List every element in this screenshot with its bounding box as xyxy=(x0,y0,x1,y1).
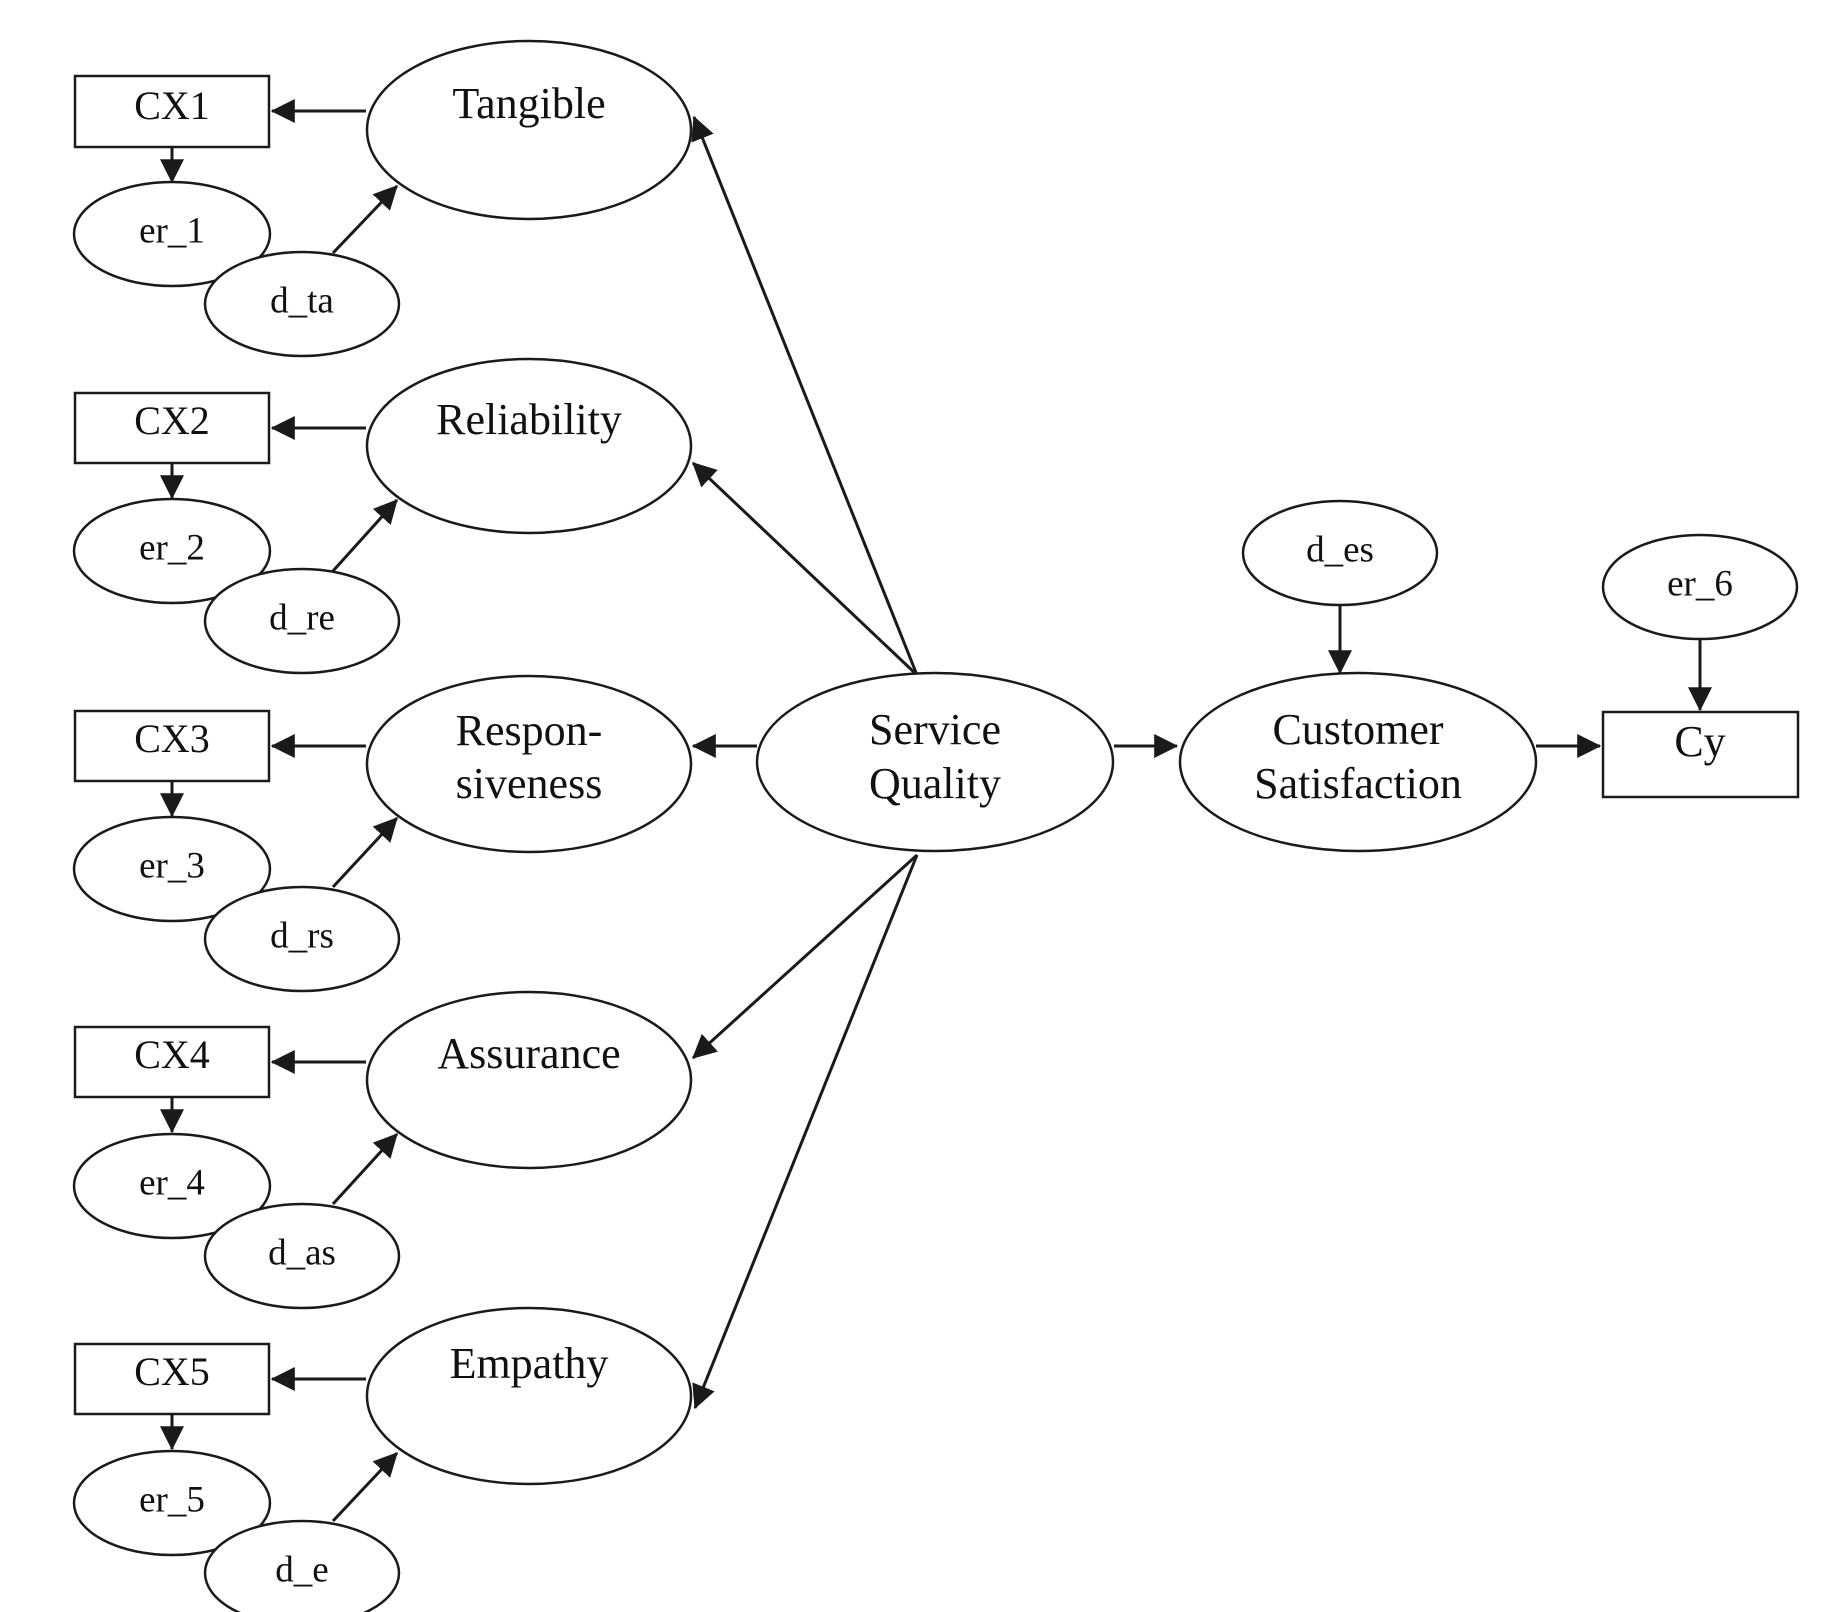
edges xyxy=(160,99,1712,1523)
error-ellipse-er1 xyxy=(72,180,272,288)
dimension-label-empathy: Empathy xyxy=(450,1339,609,1388)
edge-das-assurance xyxy=(331,1132,399,1206)
error-ellipse-er3 xyxy=(72,815,272,923)
edge-sq-tangible xyxy=(691,115,919,676)
disturbance-label-das: d_as xyxy=(268,1232,336,1273)
group-tangible: CX1 er_1 d_ta Tangible xyxy=(72,39,693,358)
disturbance-ellipse-das xyxy=(203,1202,401,1310)
indicator-label-cx5: CX5 xyxy=(134,1349,210,1394)
disturbance-ellipse-de xyxy=(203,1519,401,1612)
indicator-box-cy xyxy=(1601,710,1800,799)
indicator-label-cx2: CX2 xyxy=(134,398,210,443)
disturbance-label-dta: d_ta xyxy=(270,280,334,321)
dimension-ellipse-responsiveness xyxy=(365,674,693,854)
construct-label-service-quality-2: Quality xyxy=(869,759,1001,808)
construct-label-customer-satisfaction-1: Customer xyxy=(1272,705,1443,754)
dimension-label-responsiveness-2: siveness xyxy=(456,759,603,808)
dimension-label-tangible: Tangible xyxy=(452,79,605,128)
indicator-box-cx1 xyxy=(73,74,271,149)
dimension-ellipse-assurance xyxy=(365,990,693,1170)
edge-drs-responsiveness xyxy=(331,816,399,889)
edge-dta-tangible xyxy=(331,184,399,255)
disturbance-ellipse-dre xyxy=(203,567,401,675)
group-reliability: CX2 er_2 d_re Reliability xyxy=(72,357,693,675)
disturbance-label-dre: d_re xyxy=(269,597,335,638)
indicator-label-cy: Cy xyxy=(1674,717,1725,766)
disturbance-label-des: d_es xyxy=(1306,529,1374,570)
indicator-box-cx4 xyxy=(73,1025,271,1099)
error-label-er1: er_1 xyxy=(139,210,205,251)
construct-label-customer-satisfaction-2: Satisfaction xyxy=(1254,759,1462,808)
indicator-box-cx2 xyxy=(73,391,271,465)
dimension-ellipse-reliability xyxy=(365,357,693,535)
error-label-er2: er_2 xyxy=(139,527,205,568)
dimension-label-reliability: Reliability xyxy=(436,395,622,444)
edge-de-empathy xyxy=(331,1451,399,1523)
indicator-box-cx3 xyxy=(73,709,271,783)
dimension-label-responsiveness-1: Respon- xyxy=(456,706,603,755)
disturbance-ellipse-des xyxy=(1241,499,1439,607)
error-label-er3: er_3 xyxy=(139,845,205,886)
dimension-ellipse-tangible xyxy=(365,39,693,221)
error-label-er5: er_5 xyxy=(139,1479,205,1520)
construct-ellipse-service-quality xyxy=(755,671,1115,853)
edge-sq-reliability xyxy=(691,461,919,677)
edge-dre-reliability xyxy=(331,498,399,573)
dimension-label-assurance: Assurance xyxy=(437,1029,620,1078)
indicator-label-cx4: CX4 xyxy=(134,1032,210,1077)
construct-ellipse-customer-satisfaction xyxy=(1178,671,1538,853)
edge-sq-assurance xyxy=(691,853,919,1060)
error-ellipse-er2 xyxy=(72,497,272,605)
construct-label-service-quality-1: Service xyxy=(869,705,1001,754)
group-assurance: CX4 er_4 d_as Assurance xyxy=(72,990,693,1310)
group-responsiveness: CX3 er_3 d_rs Respon- siveness xyxy=(72,674,693,993)
indicator-label-cx1: CX1 xyxy=(134,83,210,128)
error-ellipse-er4 xyxy=(72,1132,272,1240)
error-ellipse-er5 xyxy=(72,1449,272,1557)
group-customer-satisfaction: d_es Customer Satisfaction xyxy=(1178,499,1538,853)
dimension-ellipse-empathy xyxy=(365,1306,693,1486)
disturbance-ellipse-drs xyxy=(203,885,401,993)
edge-sq-empathy xyxy=(692,854,919,1410)
disturbance-label-de: d_e xyxy=(275,1549,328,1590)
group-service-quality: Service Quality xyxy=(755,671,1115,853)
error-label-er6: er_6 xyxy=(1667,563,1733,604)
disturbance-label-drs: d_rs xyxy=(270,915,334,956)
error-ellipse-er6 xyxy=(1601,533,1799,641)
group-empathy: CX5 er_5 d_e Empathy xyxy=(72,1306,693,1612)
disturbance-ellipse-dta xyxy=(203,250,401,358)
group-cy: er_6 Cy xyxy=(1601,533,1800,799)
indicator-box-cx5 xyxy=(73,1342,271,1416)
indicator-label-cx3: CX3 xyxy=(134,716,210,761)
error-label-er4: er_4 xyxy=(139,1162,205,1203)
